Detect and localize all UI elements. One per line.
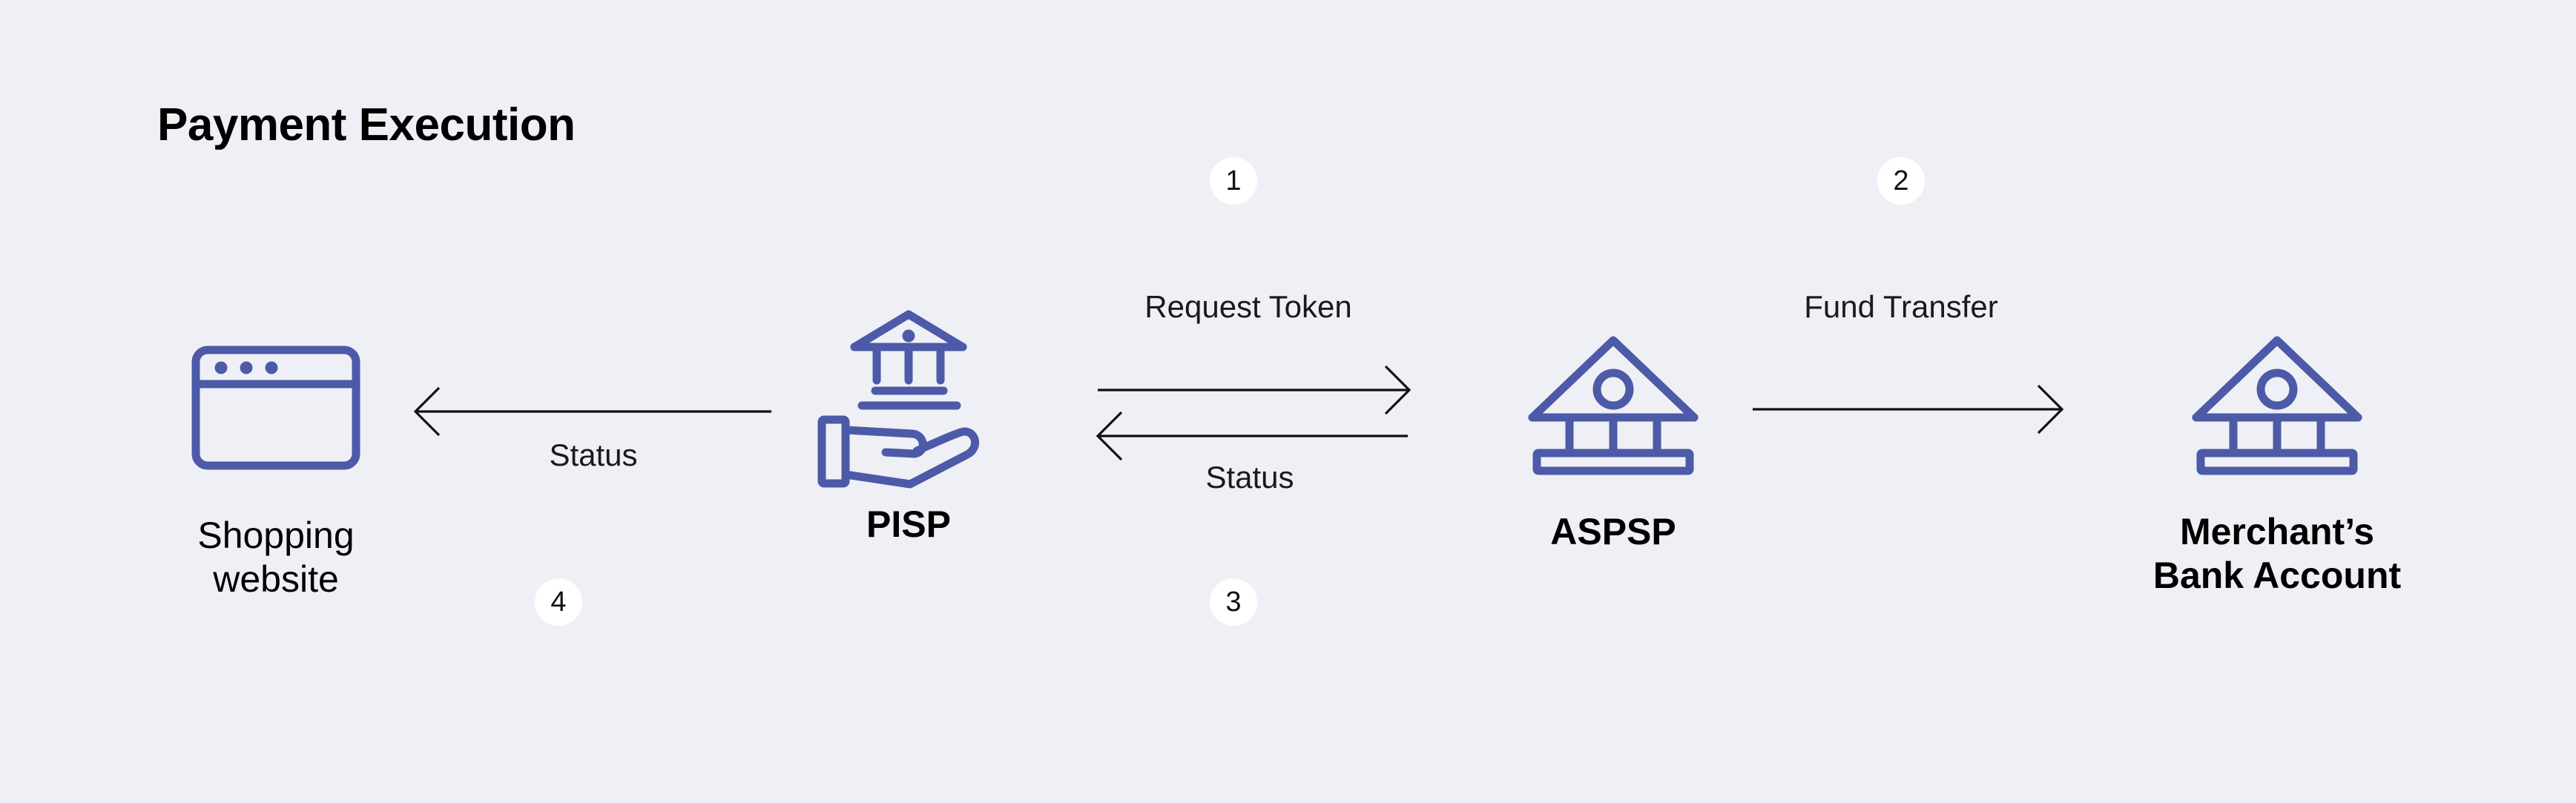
node-merchant-bank-account: Merchant’s Bank Account [2114, 311, 2440, 598]
edge-label-request-token: Request Token [1144, 289, 1352, 324]
step-badge-2-number: 2 [1893, 165, 1909, 196]
step-badge-4-number: 4 [550, 586, 567, 618]
step-badge-4: 4 [535, 578, 582, 626]
edge-label-status-pisp-shopping: Status [549, 437, 638, 472]
browser-window-icon [113, 315, 439, 500]
step-badge-1: 1 [1210, 157, 1257, 205]
bank-building-icon [1450, 311, 1776, 497]
bank-building-icon [2114, 311, 2440, 497]
step-badge-1-number: 1 [1225, 165, 1242, 196]
step-badge-2: 2 [1877, 157, 1925, 205]
edge-label-status-aspsp-pisp: Status [1205, 460, 1294, 495]
arrow-request-token-pisp-to-aspsp [1098, 365, 1411, 415]
edge-label-fund-transfer: Fund Transfer [1804, 289, 1998, 324]
arrow-status-pisp-to-shopping [413, 386, 771, 437]
node-label-merchant-bank-account: Merchant’s Bank Account [2152, 511, 2402, 596]
node-aspsp: ASPSP [1450, 311, 1776, 554]
node-label-pisp: PISP [866, 503, 951, 545]
step-badge-3-number: 3 [1225, 586, 1242, 618]
node-shopping-website: Shopping website [113, 315, 439, 601]
page-title: Payment Execution [157, 99, 576, 151]
node-label-aspsp: ASPSP [1550, 511, 1676, 552]
node-label-shopping-website: Shopping website [197, 515, 355, 600]
step-badge-3: 3 [1210, 578, 1257, 626]
hand-holding-bank-icon [745, 304, 1072, 489]
node-pisp: PISP [745, 304, 1072, 546]
arrow-status-aspsp-to-pisp [1096, 411, 1408, 461]
arrow-fund-transfer-aspsp-to-merchant [1753, 384, 2064, 434]
